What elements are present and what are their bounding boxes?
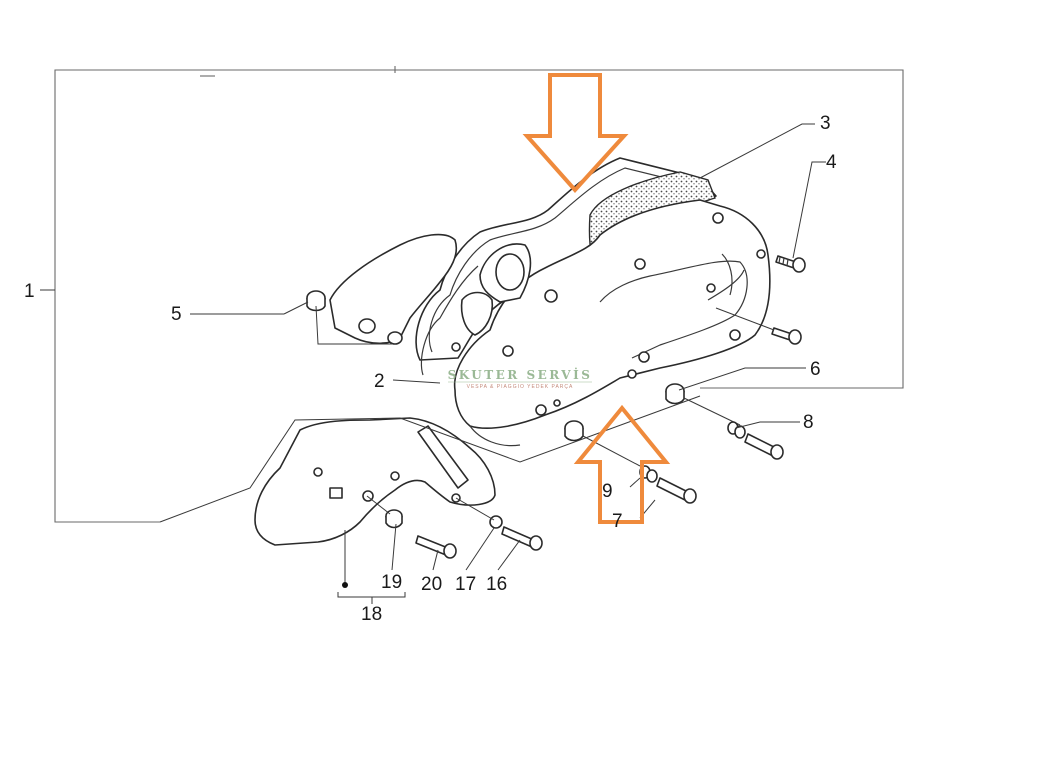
washer-17	[455, 497, 503, 529]
label-17: 17	[455, 574, 476, 595]
screw-cover-side	[715, 307, 802, 345]
label-16: 16	[486, 574, 507, 595]
lower-guard-plate	[254, 417, 496, 546]
label-5: 5	[171, 304, 182, 325]
label-4: 4	[826, 152, 837, 173]
label-8: 8	[803, 412, 814, 433]
bolt-8	[727, 421, 784, 460]
bush-19	[366, 495, 403, 529]
label-20: 20	[421, 574, 442, 595]
screw-4	[775, 255, 806, 273]
rear-bracket	[329, 233, 458, 345]
down-arrow-indicator	[522, 73, 629, 193]
bolt-16	[501, 526, 543, 551]
assembly-frame	[54, 66, 904, 523]
leader-lines	[40, 123, 826, 604]
label-18: 18	[361, 604, 382, 625]
part-labels: 1 2 3 4 5 6 7 8 9 16 17 18 19 20	[24, 113, 837, 625]
intake-duct	[460, 243, 532, 336]
label-2: 2	[374, 371, 385, 392]
spacer-6	[564, 383, 741, 467]
bolt-7	[639, 465, 697, 504]
main-cover	[453, 199, 771, 447]
rubber-bush-5	[306, 290, 392, 345]
watermark-logo: SKUTER SERVİS VESPA & PIAGGIO YEDEK PARÇ…	[448, 367, 593, 390]
watermark-title: SKUTER SERVİS	[448, 367, 593, 382]
guard-plate-marker	[342, 582, 348, 588]
up-arrow-indicator	[573, 404, 671, 524]
label-3: 3	[820, 113, 831, 134]
label-9: 9	[602, 481, 613, 502]
label-19: 19	[381, 572, 402, 593]
label-6: 6	[810, 359, 821, 380]
watermark-subtitle: VESPA & PIAGGIO YEDEK PARÇA	[467, 384, 574, 390]
label-1: 1	[24, 281, 35, 302]
label-7: 7	[612, 511, 623, 532]
bolt-20	[415, 535, 457, 559]
gasket-front	[420, 265, 479, 376]
